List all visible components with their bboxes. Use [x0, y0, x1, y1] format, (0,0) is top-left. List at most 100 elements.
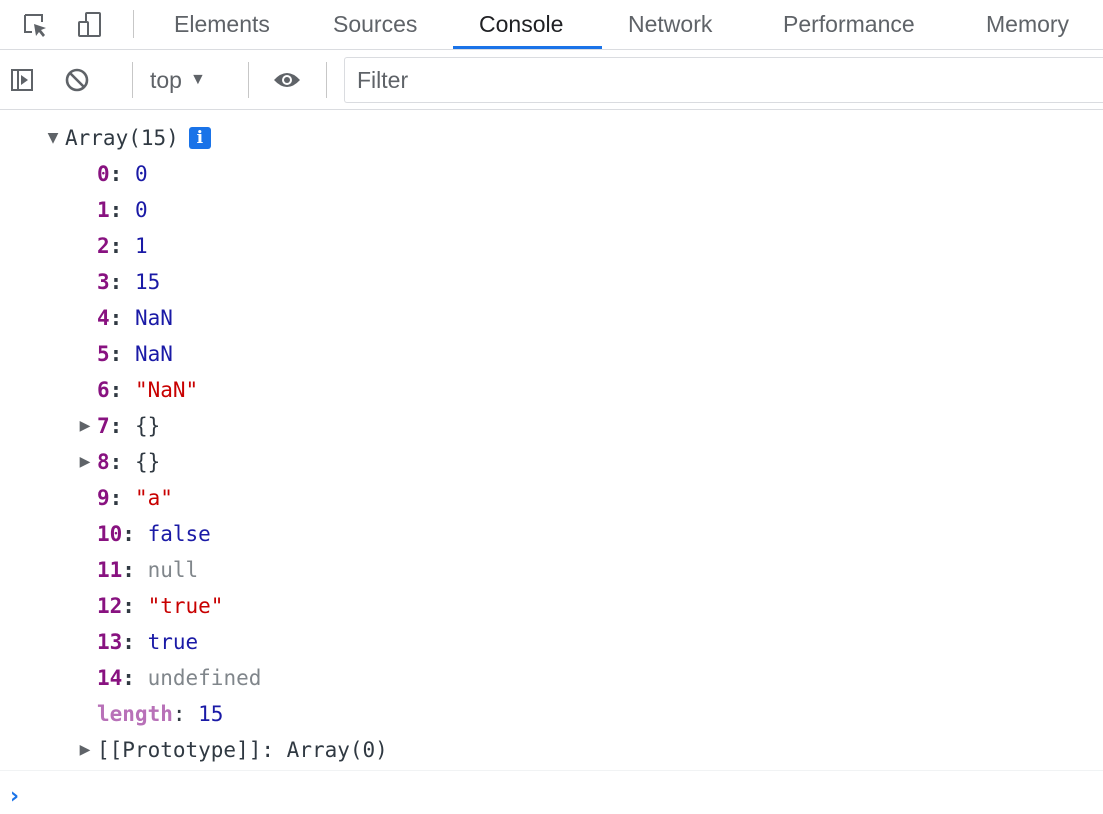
array-entry-row: 0: 0 — [97, 156, 148, 192]
array-entry-row: 9: "a" — [97, 480, 173, 516]
entry-key: 10 — [97, 522, 123, 546]
entry-colon: : — [109, 306, 135, 330]
array-entry-row: 14: undefined — [97, 660, 261, 696]
entry-key: 13 — [97, 630, 123, 654]
array-entry-row: 10: false — [97, 516, 211, 552]
entry-colon: : — [172, 702, 199, 726]
array-entry-row: 2: 1 — [97, 228, 148, 264]
array-entry-row: 3: 15 — [97, 264, 160, 300]
entry-value: null — [147, 558, 199, 582]
tab-elements[interactable]: Elements — [174, 11, 270, 37]
array-entry-row[interactable]: ▶ 8: {} — [77, 444, 161, 480]
entry-key: 2 — [97, 234, 110, 258]
array-entry-row: 12: "true" — [97, 588, 223, 624]
entry-key: 9 — [97, 486, 110, 510]
entry-value: "NaN" — [134, 378, 199, 402]
array-header-row[interactable]: ▼ Array(15) i — [45, 120, 211, 156]
context-selector[interactable]: top ▼ — [150, 60, 206, 100]
entry-colon: : — [122, 666, 148, 690]
entry-value: false — [147, 522, 211, 546]
entry-key: 1 — [97, 198, 110, 222]
entry-colon: : — [109, 234, 135, 258]
array-header-label: Array(15) — [65, 126, 179, 150]
devtools-tab-bar: Elements Sources Console Network Perform… — [0, 0, 1103, 50]
entry-colon: : — [109, 378, 135, 402]
tab-sources[interactable]: Sources — [333, 11, 418, 37]
entry-value: Array(0) — [286, 738, 388, 762]
entry-value: NaN — [134, 306, 173, 330]
sidebar-toggle-icon[interactable] — [2, 60, 42, 100]
length-row: length : 15 — [97, 696, 223, 732]
array-entry-row: 6: "NaN" — [97, 372, 198, 408]
filter-input[interactable] — [344, 57, 1103, 103]
entry-colon: : — [109, 198, 135, 222]
entry-key: 11 — [97, 558, 123, 582]
array-entry-row: 11: null — [97, 552, 198, 588]
entry-value: 15 — [134, 270, 161, 294]
triangle-right-icon[interactable]: ▶ — [79, 742, 91, 758]
entry-key: 6 — [97, 378, 110, 402]
entry-value: 15 — [198, 702, 224, 726]
prompt-divider — [0, 770, 1103, 771]
tab-console[interactable]: Console — [479, 11, 564, 37]
context-selector-label: top — [150, 66, 182, 93]
toolbar-separator — [132, 62, 133, 98]
entry-colon: : — [122, 558, 148, 582]
active-tab-indicator — [453, 46, 602, 49]
prototype-row[interactable]: ▶ [[Prototype]] : Array(0) — [77, 732, 388, 768]
entry-key: 12 — [97, 594, 123, 618]
entry-key: 8 — [97, 450, 110, 474]
entry-key: 7 — [97, 414, 110, 438]
entry-value: NaN — [134, 342, 173, 366]
toolbar-separator — [248, 62, 249, 98]
entry-key: length — [97, 702, 173, 726]
triangle-right-icon[interactable]: ▶ — [79, 418, 91, 434]
entry-value: 0 — [134, 198, 148, 222]
entry-value: {} — [134, 414, 161, 438]
entry-colon: : — [122, 630, 148, 654]
entry-colon: : — [109, 414, 135, 438]
entry-value: undefined — [147, 666, 262, 690]
entry-key: 3 — [97, 270, 110, 294]
console-toolbar: top ▼ — [0, 50, 1103, 110]
tab-network[interactable]: Network — [628, 11, 713, 37]
entry-key: 5 — [97, 342, 110, 366]
entry-value: "true" — [147, 594, 224, 618]
entry-colon: : — [109, 342, 135, 366]
triangle-down-icon[interactable]: ▼ — [47, 130, 59, 146]
clear-console-icon[interactable] — [57, 60, 97, 100]
chevron-down-icon: ▼ — [189, 71, 206, 88]
triangle-right-icon[interactable]: ▶ — [79, 454, 91, 470]
entry-value: 0 — [134, 162, 148, 186]
entry-key: 0 — [97, 162, 110, 186]
toolbar-separator — [326, 62, 327, 98]
inspect-element-icon[interactable] — [15, 0, 55, 49]
info-icon[interactable]: i — [188, 127, 211, 149]
entry-colon: : — [109, 162, 135, 186]
console-prompt[interactable]: › — [10, 778, 1090, 814]
array-entry-row: 4: NaN — [97, 300, 173, 336]
entry-colon: : — [109, 486, 135, 510]
entry-key: 14 — [97, 666, 123, 690]
array-entry-row: 5: NaN — [97, 336, 173, 372]
entry-colon: : — [122, 522, 148, 546]
entry-value: {} — [134, 450, 161, 474]
array-entry-row: 13: true — [97, 624, 198, 660]
entry-colon: : — [261, 738, 287, 762]
entry-value: true — [147, 630, 199, 654]
entry-key: 4 — [97, 306, 110, 330]
array-entry-row: 1: 0 — [97, 192, 148, 228]
array-entry-row[interactable]: ▶ 7: {} — [77, 408, 161, 444]
tab-bar-separator — [133, 10, 134, 38]
tab-memory[interactable]: Memory — [986, 11, 1070, 37]
tab-performance[interactable]: Performance — [783, 11, 915, 37]
device-toolbar-icon[interactable] — [70, 0, 110, 49]
entry-colon: : — [109, 270, 135, 294]
entry-colon: : — [109, 450, 135, 474]
entry-value: 1 — [134, 234, 148, 258]
entry-value: "a" — [134, 486, 173, 510]
live-expression-icon[interactable] — [267, 60, 307, 100]
entry-key: [[Prototype]] — [97, 738, 262, 762]
chevron-right-icon: › — [10, 783, 20, 809]
